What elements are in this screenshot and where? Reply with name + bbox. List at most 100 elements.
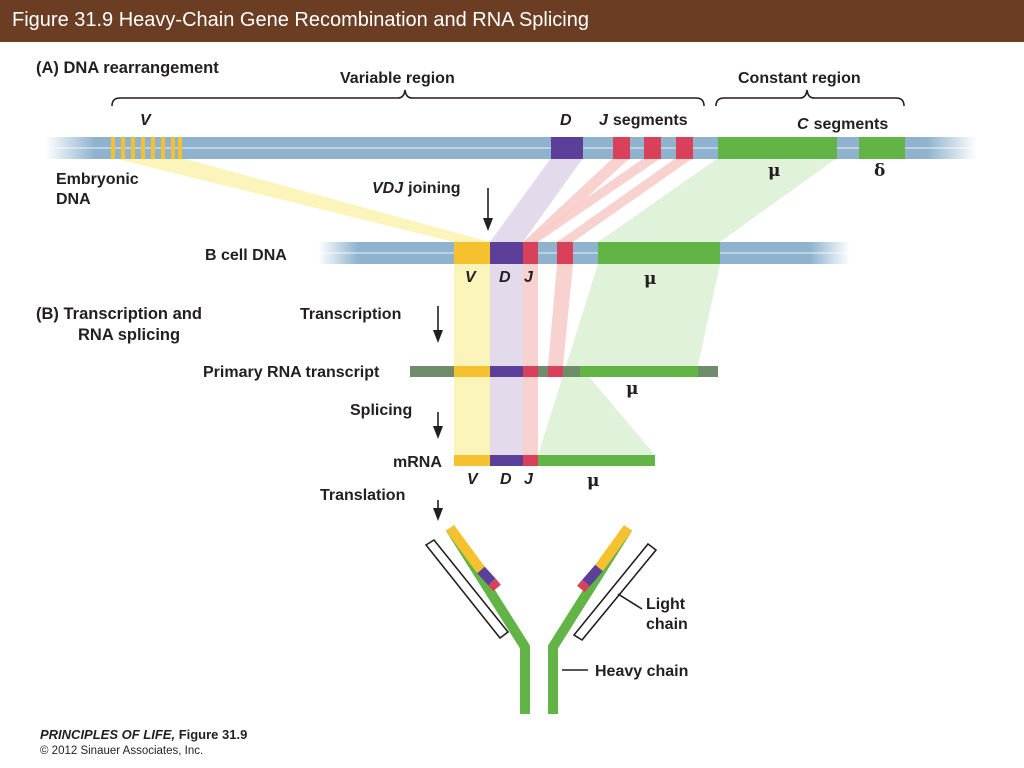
slide-title: Figure 31.9 Heavy-Chain Gene Recombinati… <box>12 9 589 31</box>
mu-label-primary: μ <box>626 379 638 399</box>
d-band-lower <box>490 264 523 455</box>
translation-arrowhead <box>433 508 443 521</box>
credit-copyright: © 2012 Sinauer Associates, Inc. <box>40 745 203 757</box>
v-stripe <box>131 137 135 159</box>
process-arrows <box>433 188 493 521</box>
light-chain-right <box>572 542 658 642</box>
section-a-title: (A) DNA rearrangement <box>36 59 219 77</box>
splicing-arrowhead <box>433 426 443 439</box>
light-chain-leader <box>617 593 643 610</box>
primary-rna-c-mu <box>580 366 698 377</box>
section-b-title-line2: RNA splicing <box>78 326 180 344</box>
d-segment <box>551 137 583 159</box>
embryonic-dna-label-line2: DNA <box>56 191 91 208</box>
mu-label-mrna: μ <box>587 471 599 491</box>
primary-rna-transcript <box>410 366 718 377</box>
mrna-v <box>454 455 490 466</box>
primary-rna-j-2 <box>548 366 563 377</box>
b-cell-dna-strand <box>318 242 850 264</box>
v-segment-stripes <box>111 137 182 159</box>
heavy-chain-right-j <box>577 579 590 593</box>
mrna-c-mu <box>538 455 655 466</box>
constant-region-label: Constant region <box>738 70 861 87</box>
c-band-embryonic-to-bcell <box>598 158 837 242</box>
v-stripe <box>111 137 115 159</box>
embryonic-dna-strand <box>45 137 977 159</box>
b-cell-dna-label: B cell DNA <box>205 247 287 264</box>
j-band-lower <box>523 264 538 455</box>
antibody <box>424 525 658 714</box>
primary-rna-label: Primary RNA transcript <box>203 364 380 381</box>
b-cell-j-segment-2 <box>557 242 573 264</box>
j-segment-3 <box>676 137 693 159</box>
title-bar: Figure 31.9 Heavy-Chain Gene Recombinati… <box>0 0 1024 42</box>
j-band-2 <box>523 158 661 242</box>
d-label-mrna: D <box>500 471 512 488</box>
mapping-bands <box>113 158 837 455</box>
variable-region-label: Variable region <box>340 70 455 87</box>
j-segment-1 <box>613 137 630 159</box>
b-cell-v-segment <box>454 242 490 264</box>
mu-label-embryonic: μ <box>768 161 780 181</box>
c-segment-delta <box>859 137 905 159</box>
figure-credit: PRINCIPLES OF LIFE, Figure 31.9 © 2012 S… <box>40 727 247 757</box>
light-chain-label-line2: chain <box>646 616 688 633</box>
v-label-embryonic: V <box>140 112 152 129</box>
heavy-chain-right-d <box>582 564 603 587</box>
v-stripe <box>151 137 155 159</box>
d-label-bcell: D <box>499 269 511 286</box>
primary-rna-d <box>490 366 523 377</box>
j-band-3 <box>557 158 693 242</box>
mrna-d <box>490 455 523 466</box>
v-stripe <box>171 137 175 159</box>
v-stripe <box>161 137 165 159</box>
j-segment-2 <box>644 137 661 159</box>
heavy-chain-right-v <box>594 525 633 571</box>
variable-region-brace <box>111 89 705 107</box>
d-label-embryonic: D <box>560 112 572 129</box>
transcription-arrowhead <box>433 330 443 343</box>
heavy-chain-label: Heavy chain <box>595 663 688 680</box>
v-band-embryonic-to-bcell <box>113 158 490 242</box>
v-stripe <box>178 137 182 159</box>
section-b-title-line1: (B) Transcription and <box>36 305 202 323</box>
b-cell-d-segment <box>490 242 523 264</box>
vdj-joining-arrowhead <box>483 218 493 231</box>
light-chain-left <box>424 538 510 640</box>
heavy-chain-left-d <box>477 566 496 586</box>
heavy-chain-left-j <box>488 578 501 592</box>
mrna-label: mRNA <box>393 454 442 471</box>
heavy-chain-left-v <box>445 525 486 573</box>
mu-label-bcell: μ <box>644 269 656 289</box>
j-label-mrna: J <box>524 471 534 488</box>
v-label-bcell: V <box>465 269 477 286</box>
primary-rna-j <box>523 366 538 377</box>
heavy-chain-diagram: (A) DNA rearrangement Variable region Co… <box>36 59 977 757</box>
transcription-label: Transcription <box>300 306 401 323</box>
translation-label: Translation <box>320 487 405 504</box>
v-band-lower <box>454 264 490 455</box>
light-chain-label-line1: Light <box>646 596 686 613</box>
b-cell-j-segment <box>523 242 538 264</box>
v-stripe <box>121 137 125 159</box>
primary-rna-v <box>454 366 490 377</box>
j-label-bcell: J <box>524 269 534 286</box>
primary-rna-backbone <box>410 366 718 377</box>
constant-region-brace <box>715 89 905 107</box>
v-label-mrna: V <box>467 471 479 488</box>
mrna-j <box>523 455 538 466</box>
v-stripe <box>141 137 145 159</box>
labels: (A) DNA rearrangement Variable region Co… <box>36 59 888 680</box>
b-cell-c-mu-segment <box>598 242 720 264</box>
j-band-1 <box>523 158 630 242</box>
c-segment-mu <box>718 137 837 159</box>
credit-book-title: PRINCIPLES OF LIFE, Figure 31.9 <box>40 727 247 742</box>
delta-label-embryonic: δ <box>874 161 885 181</box>
embryonic-dna-label-line1: Embryonic <box>56 171 139 188</box>
splicing-label: Splicing <box>350 402 412 419</box>
c-band-lower <box>538 264 720 455</box>
d-band-embryonic-to-bcell <box>490 158 583 242</box>
